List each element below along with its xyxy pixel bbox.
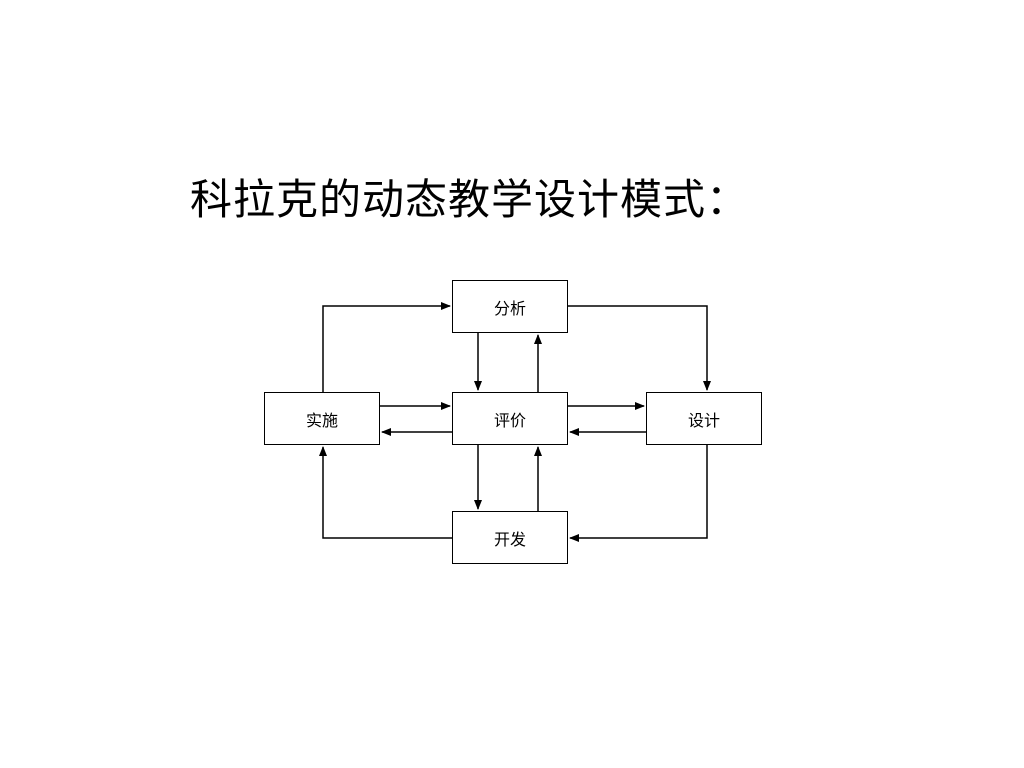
node-implementation-label: 实施: [305, 410, 338, 430]
node-development-label: 开发: [493, 529, 526, 549]
arrow-development-to-implementation: [319, 446, 452, 539]
node-evaluation: 评价: [452, 392, 568, 445]
node-evaluation-label: 评价: [493, 410, 526, 430]
node-analysis-label: 分析: [493, 298, 526, 318]
node-implementation: 实施: [264, 392, 380, 445]
slide-title: 科拉克的动态教学设计模式：: [190, 175, 750, 224]
node-development: 开发: [452, 511, 568, 564]
node-analysis: 分析: [452, 280, 568, 333]
arrow-implementation-to-analysis: [322, 302, 451, 392]
node-design: 设计: [646, 392, 762, 445]
arrow-design-to-development: [569, 445, 708, 542]
node-design-label: 设计: [687, 410, 720, 430]
arrow-analysis-to-design: [568, 305, 711, 391]
